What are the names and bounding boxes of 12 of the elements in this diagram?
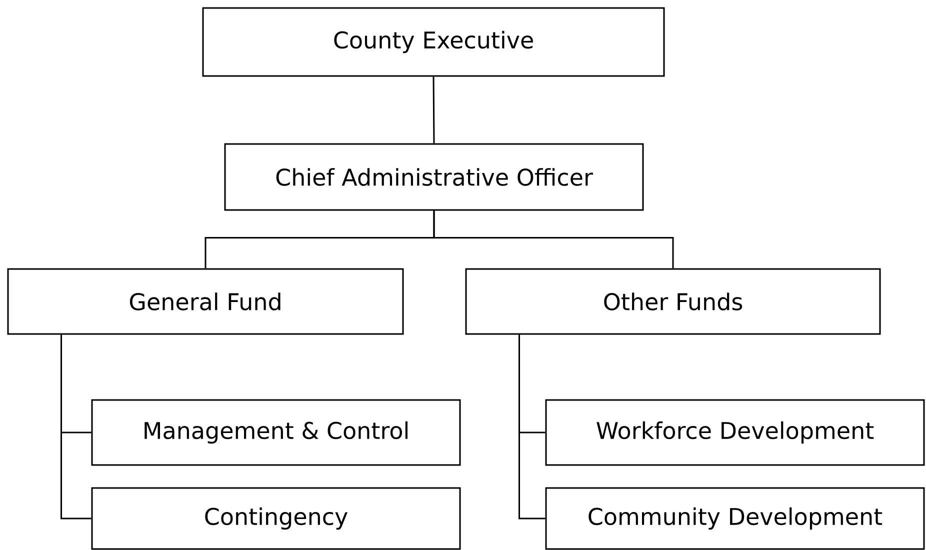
connector-line: [60, 334, 92, 520]
org-box: County Executive: [202, 7, 665, 77]
org-box: Workforce Development: [545, 399, 925, 466]
org-box: Management & Control: [91, 399, 461, 466]
org-box: Chief Administrative Officer: [224, 143, 644, 211]
org-box: Other Funds: [465, 268, 881, 335]
connector-line: [432, 76, 435, 144]
org-box: General Fund: [7, 268, 404, 335]
org-box: Contingency: [91, 487, 461, 550]
connector-line: [433, 210, 674, 268]
connector-line: [518, 334, 546, 520]
org-box: Community Development: [545, 487, 925, 550]
